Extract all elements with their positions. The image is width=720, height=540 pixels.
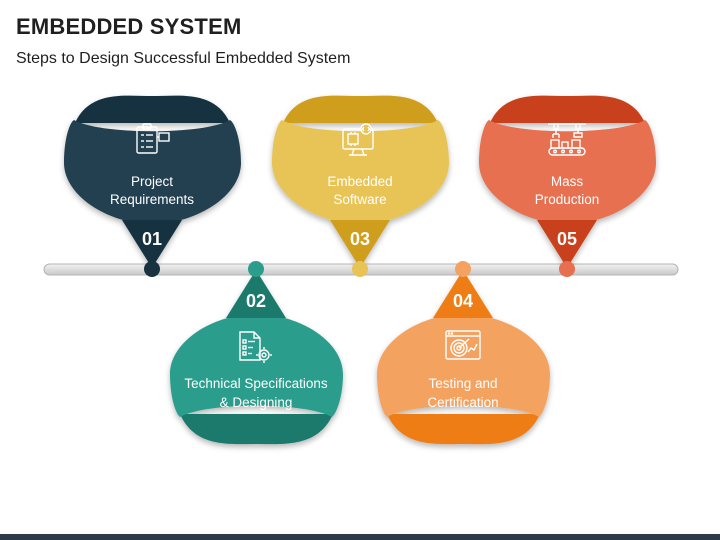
step-05-shape (479, 120, 656, 268)
step-01-label-line2: Requirements (110, 192, 194, 207)
step-04-label-line2: Certification (427, 395, 498, 410)
step-03 (272, 95, 449, 268)
step-01-label-line1: Project (131, 174, 173, 189)
step-02-shape (170, 270, 343, 417)
step-04-label-line1: Testing and (428, 376, 497, 391)
step-01-tip (122, 220, 182, 268)
clipboard-checklist-icon (136, 123, 170, 154)
monitor-code-icon (342, 123, 374, 156)
document-gear-icon (239, 331, 272, 363)
step-02 (170, 270, 343, 445)
step-05-label-line1: Mass (551, 174, 584, 189)
step-03-shape (272, 120, 449, 268)
step-03-number: 03 (350, 229, 370, 249)
step-02-label-line1: Technical Specifications (184, 376, 328, 391)
step-02-tip (226, 270, 286, 318)
step-04-marker (455, 261, 471, 277)
step-05-back-shape (490, 95, 645, 123)
step-03-back-shape (283, 95, 438, 123)
footer-bar (0, 534, 720, 540)
step-05-label-line2: Production (535, 192, 600, 207)
step-02-number: 02 (246, 291, 266, 311)
page-subtitle: Steps to Design Successful Embedded Syst… (16, 50, 351, 67)
step-04-back-shape (387, 414, 540, 445)
step-03-label-line2: Software (333, 192, 386, 207)
step-01-back-shape (75, 95, 230, 123)
step-02-label-line2: & Designing (220, 395, 293, 410)
step-01-marker (144, 261, 160, 277)
step-01-shape (64, 120, 241, 268)
step-02-marker (248, 261, 264, 277)
step-03-marker (352, 261, 368, 277)
step-05-number: 05 (557, 229, 577, 249)
step-01-number: 01 (142, 229, 162, 249)
step-05 (479, 95, 656, 268)
step-01 (64, 95, 241, 268)
step-05-marker (559, 261, 575, 277)
step-02-back-shape (180, 414, 333, 445)
step-03-label-line1: Embedded (327, 174, 392, 189)
step-04-number: 04 (453, 291, 473, 311)
page-title: EMBEDDED SYSTEM (16, 14, 242, 39)
step-05-tip (537, 220, 597, 268)
robot-arm-conveyor-icon (548, 123, 586, 156)
step-03-tip (330, 220, 390, 268)
step-04-tip (433, 270, 493, 318)
target-analysis-icon (445, 330, 481, 360)
